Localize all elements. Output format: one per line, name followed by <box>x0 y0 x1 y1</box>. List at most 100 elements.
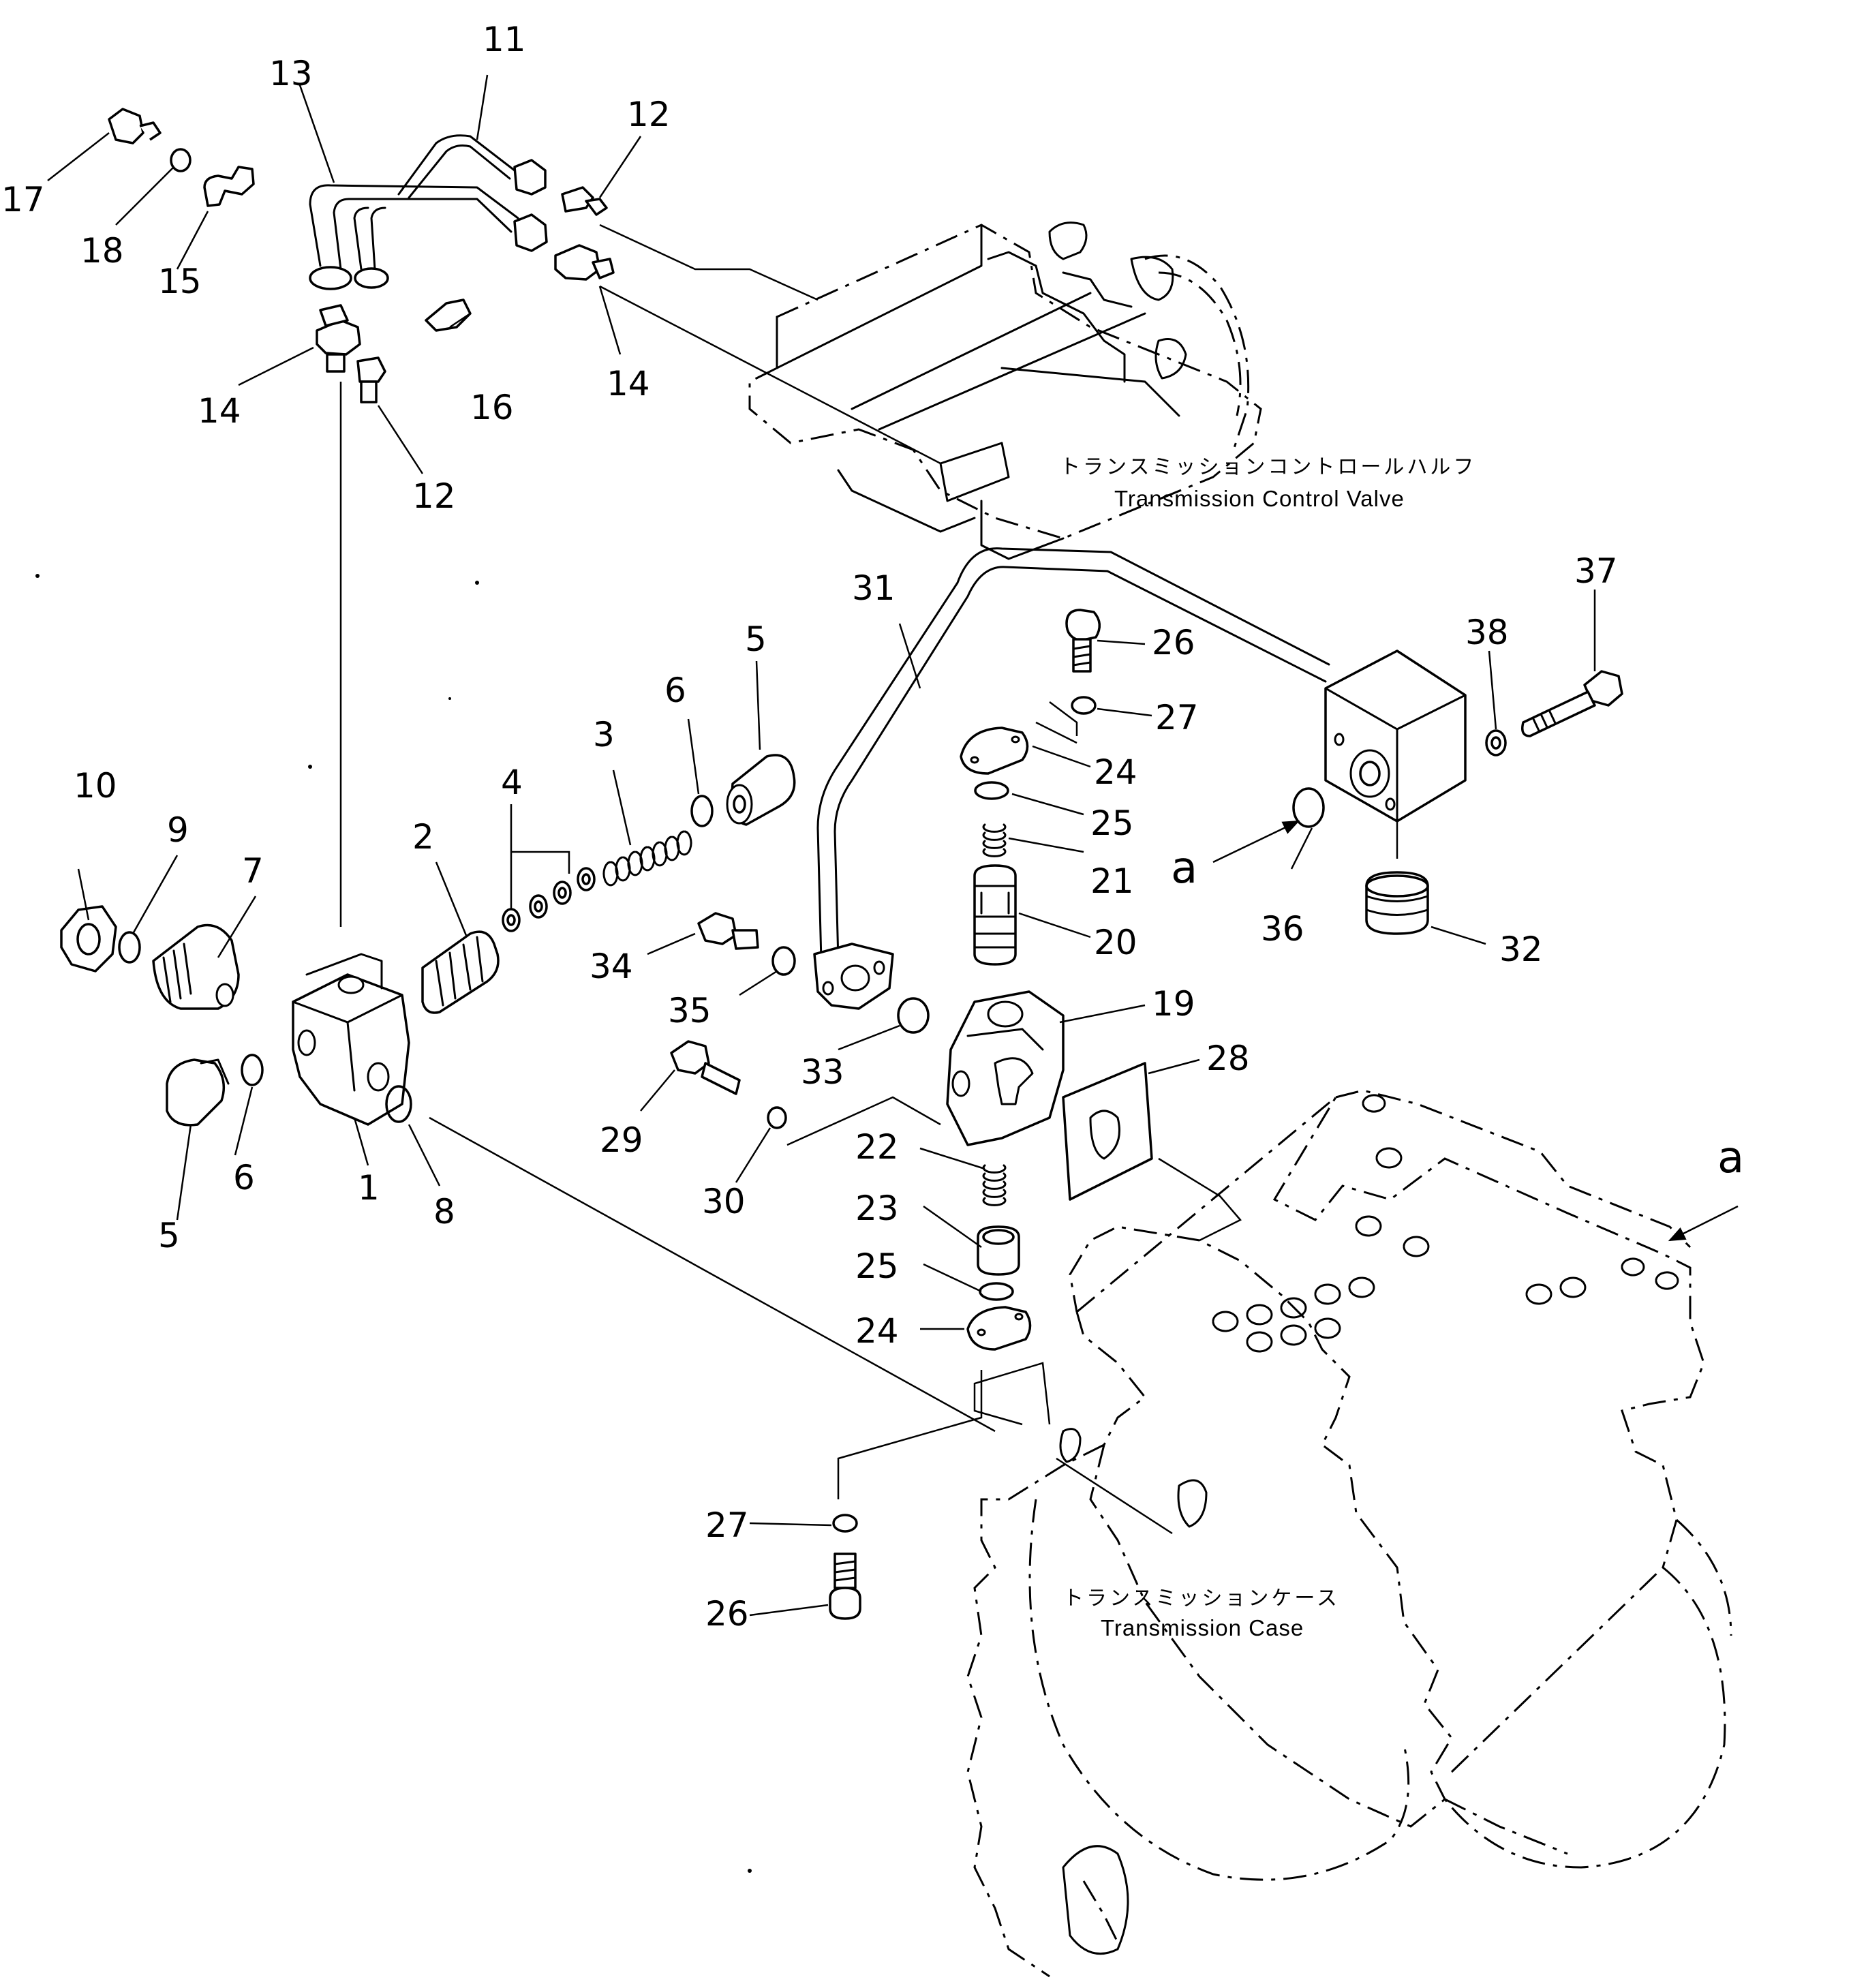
part-3-spring <box>602 830 692 887</box>
part-28-gasket <box>1062 1062 1153 1201</box>
label-part-25-top: 25 <box>1090 804 1134 843</box>
part-26-bolt-lower <box>829 1553 861 1620</box>
part-5-plug-upper <box>726 754 796 826</box>
label-part-34: 34 <box>590 947 633 986</box>
part-13-nut <box>513 213 548 252</box>
label-part-22: 22 <box>855 1127 899 1167</box>
case-caption-en: Transmission Case <box>1101 1615 1304 1640</box>
part-7-sleeve <box>152 923 240 1010</box>
label-part-1: 1 <box>358 1168 380 1208</box>
label-part-35: 35 <box>668 991 712 1030</box>
part-25-o-ring-upper <box>974 781 1009 800</box>
part-24-cover-upper <box>960 727 1029 775</box>
label-part-14-left: 14 <box>198 391 241 431</box>
label-leaders <box>47 74 1739 1617</box>
part-14-fitting-upper <box>554 244 615 281</box>
label-part-19: 19 <box>1152 984 1195 1024</box>
part-37-bolt <box>1521 670 1623 737</box>
part-11-nut <box>513 159 547 196</box>
label-part-31: 31 <box>852 568 896 608</box>
label-part-9: 9 <box>167 810 189 850</box>
label-part-6-bottom: 6 <box>233 1158 255 1197</box>
part-21-spring <box>982 823 1007 857</box>
part-23-plug <box>977 1225 1020 1276</box>
part-25-o-ring-lower <box>979 1282 1014 1301</box>
label-part-21: 21 <box>1090 861 1134 901</box>
part-6-o-ring-upper <box>690 795 714 827</box>
part-17-bolt <box>108 108 162 144</box>
label-part-36: 36 <box>1261 909 1304 949</box>
part-19-valve-block <box>946 990 1065 1146</box>
part-24-cover-lower <box>966 1306 1032 1351</box>
label-part-23: 23 <box>855 1189 899 1228</box>
label-part-15: 15 <box>158 262 202 301</box>
label-part-16: 16 <box>470 388 514 427</box>
label-part-26-top: 26 <box>1152 623 1195 662</box>
label-part-25-bottom: 25 <box>855 1247 899 1286</box>
label-part-28: 28 <box>1206 1039 1250 1078</box>
mounting-block <box>1324 649 1467 823</box>
part-number-labels: 11 13 12 17 18 15 14 14 16 12 31 37 38 2… <box>1 20 1744 1634</box>
part-31-flange <box>813 943 894 1010</box>
label-part-12-left: 12 <box>412 476 456 516</box>
label-part-3: 3 <box>593 715 615 754</box>
transmission-case <box>966 1089 1732 1978</box>
label-part-17: 17 <box>1 180 45 219</box>
captions: トランスミッションコントロールハルフ Transmission Control … <box>1060 455 1476 1640</box>
part-22-spring <box>982 1164 1007 1206</box>
label-ref-a-left: a <box>1171 843 1197 893</box>
part-30-washer <box>767 1106 787 1129</box>
part-32-plug <box>1365 871 1429 935</box>
label-part-27-bottom: 27 <box>705 1505 749 1545</box>
label-part-10: 10 <box>74 766 117 806</box>
label-part-8: 8 <box>433 1192 455 1232</box>
transmission-control-valve <box>748 221 1262 560</box>
label-part-20: 20 <box>1094 923 1137 962</box>
label-part-26-bottom: 26 <box>705 1594 749 1634</box>
scan-specks <box>35 574 752 1873</box>
part-34-bolt <box>697 912 759 950</box>
label-part-27-top: 27 <box>1155 698 1199 737</box>
label-ref-a-right: a <box>1717 1133 1744 1183</box>
label-part-7: 7 <box>242 851 264 891</box>
part-9-o-ring <box>118 931 141 964</box>
part-36-o-ring <box>1292 787 1325 828</box>
label-part-24-bottom: 24 <box>855 1311 899 1351</box>
part-29-bolt <box>670 1040 741 1095</box>
control-valve-caption-ja: トランスミッションコントロールハルフ <box>1060 455 1476 479</box>
label-part-12-top: 12 <box>627 95 671 134</box>
part-16-clip <box>425 299 472 332</box>
part-4-washers <box>502 867 596 932</box>
control-valve-caption-en: Transmission Control Valve <box>1114 486 1405 511</box>
part-5-plug-lower <box>166 1058 230 1127</box>
part-18-washer <box>170 148 192 172</box>
label-part-29: 29 <box>600 1120 643 1160</box>
case-bolt-holes <box>1212 1094 1679 1353</box>
label-part-32: 32 <box>1499 930 1543 969</box>
label-part-33: 33 <box>801 1052 844 1092</box>
part-27-washer-upper <box>1071 696 1097 715</box>
part-12-fitting-upper <box>561 186 608 216</box>
case-caption-ja: トランスミッションケース <box>1063 1587 1340 1610</box>
part-20-spool <box>973 864 1017 966</box>
pipes-and-leaders <box>309 134 1398 1535</box>
label-part-13: 13 <box>269 54 313 93</box>
part-38-washer <box>1485 729 1507 756</box>
part-8-o-ring <box>385 1085 412 1123</box>
label-part-4: 4 <box>501 763 523 802</box>
part-27-washer-lower <box>832 1514 858 1533</box>
part-33-o-ring <box>897 997 930 1034</box>
label-part-5-top: 5 <box>745 620 767 659</box>
part-26-bolt-upper <box>1065 609 1101 673</box>
label-part-18: 18 <box>80 231 124 271</box>
label-part-37: 37 <box>1574 551 1618 591</box>
part-15-clip <box>203 166 255 207</box>
label-part-14-right: 14 <box>607 364 650 403</box>
label-part-38: 38 <box>1465 613 1509 652</box>
part-2-spool <box>421 930 500 1014</box>
part-14-fitting-left <box>316 304 361 373</box>
label-part-2: 2 <box>412 817 434 857</box>
part-6-o-ring-lower <box>241 1054 264 1086</box>
label-part-6-top: 6 <box>664 671 686 710</box>
label-part-5-bottom: 5 <box>158 1216 180 1255</box>
